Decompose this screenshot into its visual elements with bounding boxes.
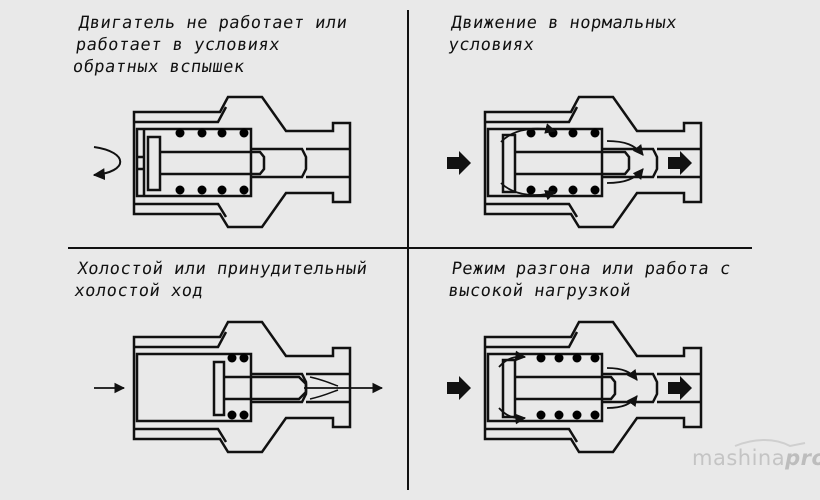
flow-out-arrow-icon: [668, 376, 692, 400]
valve-panel-engine-off: [92, 95, 352, 229]
flow-out-arrow-icon: [668, 151, 692, 175]
valve-panel-acceleration: [447, 320, 703, 454]
valve-panel-normal: [447, 95, 703, 229]
watermark-text: mashina: [692, 446, 786, 470]
flow-in-arrow-icon: [447, 151, 471, 175]
rotation-arrow-icon: [92, 146, 122, 181]
watermark-text-accent: pro: [785, 446, 820, 470]
flow-in-arrow-icon: [447, 376, 471, 400]
valve-panel-idle: [94, 320, 384, 454]
watermark-logo: mashinapro: [692, 446, 820, 470]
watermark-car-icon: [734, 439, 806, 448]
